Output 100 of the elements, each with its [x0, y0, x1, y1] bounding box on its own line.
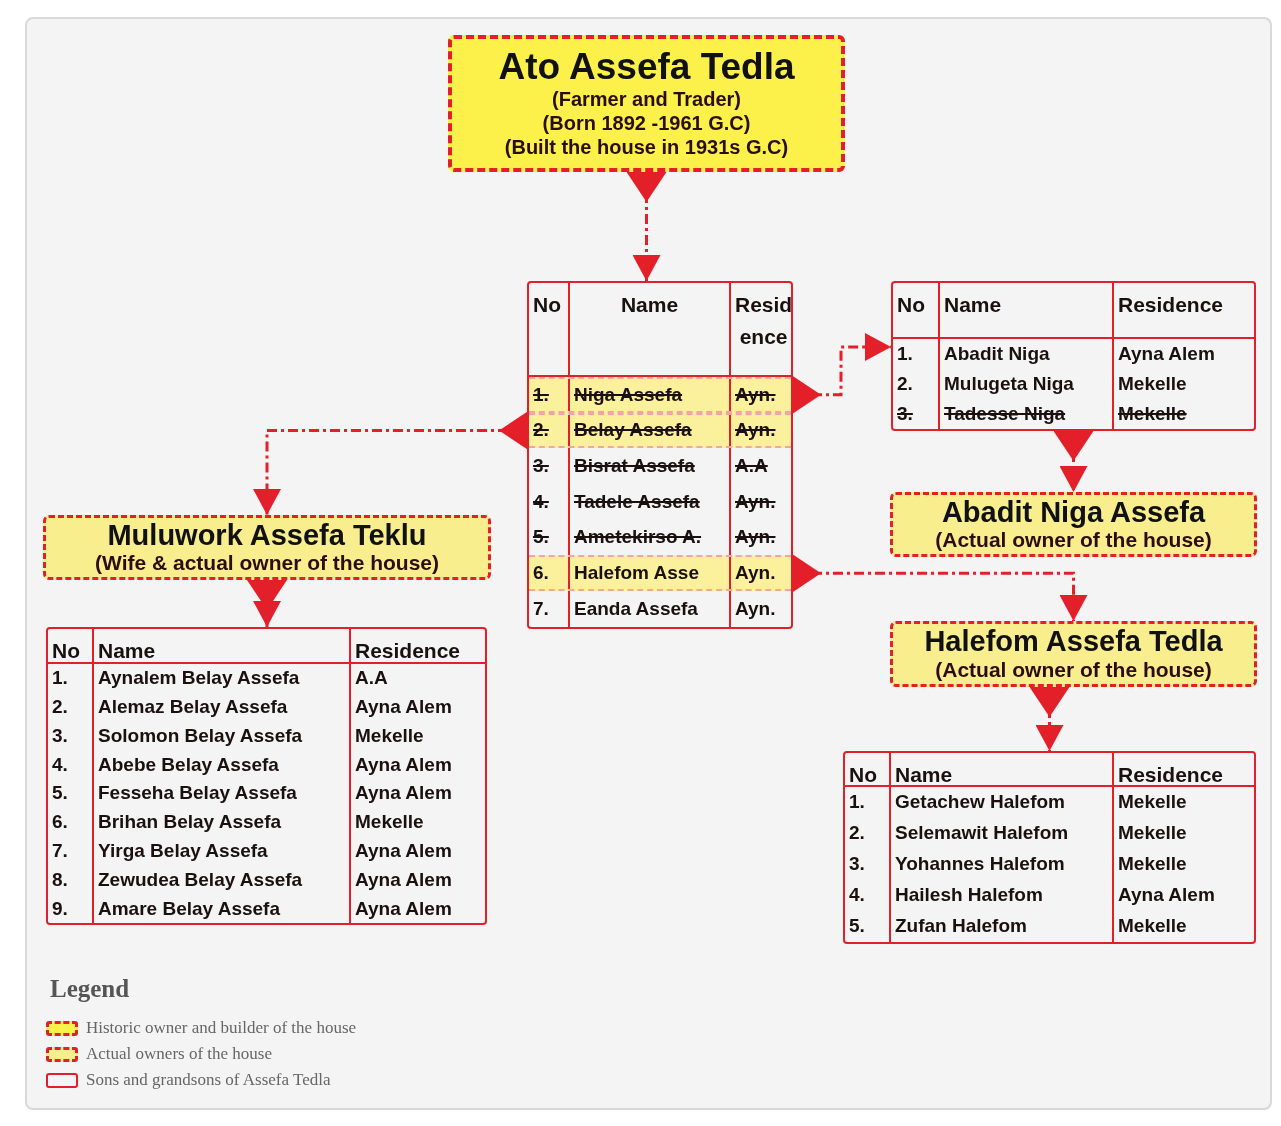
legend-text: Historic owner and builder of the house	[86, 1018, 357, 1038]
table-cell-text: 3.	[52, 723, 68, 748]
table-row	[529, 412, 791, 449]
table-cell-text: Abadit Niga	[944, 341, 1050, 366]
arrow	[1053, 431, 1094, 492]
table-cell-text: Mekelle	[1118, 401, 1187, 426]
description-text: (Wife & actual owner of the house)	[95, 550, 439, 576]
table-cell-text: Brihan Belay Assefa	[98, 810, 282, 835]
table-cell-text: Selemawit Halefom	[895, 821, 1069, 846]
table-cell-text: Ayna Alem	[355, 896, 452, 921]
family-table	[843, 751, 1256, 944]
table-cell-text: Ayn.	[735, 489, 776, 514]
family-table	[891, 281, 1256, 431]
owner-box	[43, 515, 491, 580]
table-cell-text: Ametekirso A.	[574, 525, 702, 550]
arrow	[253, 410, 529, 515]
table-cell-text: Ayna Alem	[355, 752, 452, 777]
table-cell-text: 1.	[849, 790, 865, 815]
legend-text: Sons and grandsons of Assefa Tedla	[86, 1070, 331, 1090]
table-row	[529, 377, 791, 413]
arrow	[247, 580, 287, 627]
family-table	[46, 627, 487, 926]
owner-box	[890, 621, 1257, 687]
table-header-row	[845, 753, 1254, 787]
arrow	[1029, 687, 1070, 751]
person-name: Halefom Assefa Tedla	[924, 626, 1223, 657]
column-header: Name	[895, 762, 953, 788]
column-header: Residence	[355, 638, 461, 664]
column-header: Name	[620, 292, 679, 318]
table-cell-text: Ayna Alem	[1118, 883, 1215, 908]
table-cell-text: Belay Assefa	[574, 418, 692, 443]
family-table	[527, 281, 793, 629]
table-cell-text: Ayna Alem	[355, 694, 452, 719]
column-header: Name	[98, 638, 156, 664]
table-cell-text: Ayna Alem	[355, 867, 452, 892]
table-cell-text: Mekelle	[355, 723, 424, 748]
table-cell-text: Tadele Assefa	[574, 489, 700, 514]
description-text: (Farmer and Trader)	[552, 86, 741, 111]
table-cell-text: Mekelle	[1118, 371, 1187, 396]
table-row	[529, 555, 791, 592]
legend-text: Actual owners of the house	[86, 1044, 272, 1064]
person-name: Ato Assefa Tedla	[498, 48, 795, 87]
table-cell-text: 7.	[52, 838, 68, 863]
table-cell-text: Zufan Halefom	[895, 914, 1027, 939]
table-cell-text: 4.	[533, 489, 549, 514]
table-cell-text: 2.	[897, 371, 913, 396]
column-header: No	[533, 292, 561, 318]
table-cell-text: Ayna Alem	[1118, 341, 1215, 366]
table-cell-text: 6.	[52, 810, 68, 835]
table-cell-text: Mekelle	[355, 810, 424, 835]
table-cell-text: 9.	[52, 896, 68, 921]
arrow	[791, 553, 1088, 621]
table-cell-text: 5.	[533, 525, 549, 550]
table-cell-text: 2.	[52, 694, 68, 719]
table-header-row	[48, 629, 485, 664]
description-text: (Born 1892 -1961 G.C)	[542, 110, 751, 135]
table-cell-text: Bisrat Assefa	[574, 453, 695, 478]
table-cell-text: Ayna Alem	[355, 781, 452, 806]
table-cell-text: 6.	[533, 561, 549, 586]
table-cell-text: Mekelle	[1118, 790, 1187, 815]
table-cell-text: Alemaz Belay Assefa	[98, 694, 288, 719]
table-header-row	[893, 283, 1254, 339]
table-cell-text: Ayn.	[735, 596, 776, 621]
table-cell-text: Ayna Alem	[355, 838, 452, 863]
description-text: (Actual owner of the house)	[935, 528, 1212, 553]
table-cell-text: 1.	[897, 341, 913, 366]
table-cell-text: Hailesh Halefom	[895, 883, 1043, 908]
table-cell-text: Yohannes Halefom	[895, 852, 1065, 877]
column-header: Residence	[1118, 292, 1224, 318]
table-cell-text: Mekelle	[1118, 821, 1187, 846]
table-cell-text: Eanda Assefa	[574, 596, 698, 621]
description-text: (Actual owner of the house)	[935, 656, 1212, 682]
table-cell-text: 5.	[52, 781, 68, 806]
table-cell-text: Zewudea Belay Assefa	[98, 867, 303, 892]
table-cell-text: A.A	[355, 666, 388, 691]
table-cell-text: 8.	[52, 867, 68, 892]
table-cell-text: Halefom Asse	[574, 561, 699, 586]
column-header: Resid ence	[735, 292, 793, 350]
table-cell-text: 4.	[849, 883, 865, 908]
table-cell-text: 7.	[533, 596, 549, 621]
table-cell-text: Fesseha Belay Assefa	[98, 781, 297, 806]
arrow	[791, 333, 891, 415]
table-cell-text: 1.	[533, 382, 549, 407]
table-cell-text: 2.	[849, 821, 865, 846]
table-cell-text: 4.	[52, 752, 68, 777]
table-cell-text: Solomon Belay Assefa	[98, 723, 303, 748]
column-header: No	[849, 762, 877, 788]
column-header: Residence	[1118, 762, 1224, 788]
column-header: No	[897, 292, 925, 318]
table-cell-text: Getachew Halefom	[895, 790, 1065, 815]
table-cell-text: 3.	[849, 852, 865, 877]
table-cell-text: Amare Belay Assefa	[98, 896, 280, 921]
person-name: Muluwork Assefa Teklu	[107, 519, 427, 551]
table-cell-text: 3.	[897, 401, 913, 426]
person-name: Abadit Niga Assefa	[941, 496, 1206, 528]
table-cell-text: Mekelle	[1118, 914, 1187, 939]
table-cell-text: Yirga Belay Assefa	[98, 838, 268, 863]
table-cell-text: Ayn.	[735, 418, 776, 443]
legend-title: Legend	[50, 975, 130, 1003]
table-cell-text: 1.	[52, 666, 68, 691]
